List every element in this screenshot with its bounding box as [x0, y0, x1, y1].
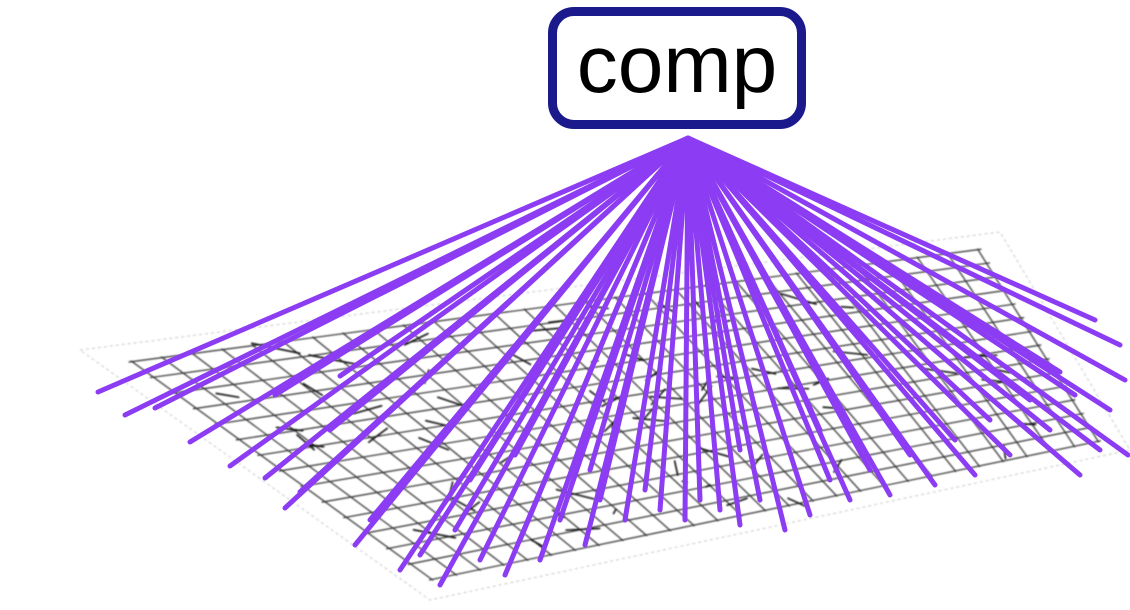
grid-line — [343, 385, 1067, 519]
connection-line — [272, 135, 691, 398]
grid-stroke — [547, 319, 566, 324]
grid-stroke — [367, 427, 389, 444]
connection-line — [512, 135, 691, 458]
connection-line — [477, 135, 691, 563]
connection-line — [467, 135, 691, 483]
connection-line — [685, 135, 1083, 478]
connection-line — [685, 135, 1128, 383]
grid-stroke — [632, 417, 667, 422]
connection-line — [685, 135, 1013, 458]
connection-line — [682, 135, 691, 523]
comp-node-label: comp — [576, 19, 778, 110]
grid-stroke — [425, 419, 448, 427]
connection-line — [622, 135, 691, 523]
connection-line — [95, 135, 691, 395]
connection-line — [685, 135, 1130, 458]
grid-stroke — [565, 527, 601, 531]
grid-line — [321, 371, 1059, 503]
connection-line — [642, 135, 691, 493]
grid-stroke — [840, 306, 855, 309]
grid-line — [407, 426, 1093, 565]
connection-line — [685, 135, 788, 533]
connection-line — [327, 135, 691, 433]
grid-line — [300, 358, 1050, 488]
connection-line — [685, 135, 813, 518]
grid-stroke — [302, 382, 324, 396]
grid-stroke — [673, 460, 679, 476]
connection-line — [685, 135, 703, 503]
connection-line — [337, 135, 691, 379]
connection-line — [685, 135, 743, 453]
connection-line — [685, 135, 823, 433]
connection-line — [297, 135, 691, 495]
grid-stroke — [530, 539, 546, 548]
connection-line — [597, 135, 691, 503]
grid-stroke — [705, 484, 711, 488]
connection-line — [587, 135, 691, 473]
connection-line — [685, 135, 723, 513]
grid-line — [214, 303, 1016, 425]
connection-line — [685, 135, 893, 498]
connection-line — [657, 135, 691, 513]
connection-line — [685, 135, 1123, 348]
grid-line — [278, 344, 1042, 472]
connection-line — [685, 135, 978, 478]
grid-stroke — [403, 332, 429, 346]
connection-lines — [95, 135, 1130, 588]
connection-line — [152, 135, 691, 411]
grid-stroke — [215, 392, 240, 399]
grid-stroke — [787, 497, 806, 507]
grid-stroke — [437, 396, 463, 407]
connection-line — [367, 135, 691, 523]
grid-stroke — [352, 405, 383, 415]
connection-line — [685, 135, 938, 488]
comp-node: comp — [548, 7, 806, 129]
connection-line — [517, 135, 691, 543]
connection-line — [685, 135, 1113, 413]
grid-stroke — [612, 508, 617, 515]
